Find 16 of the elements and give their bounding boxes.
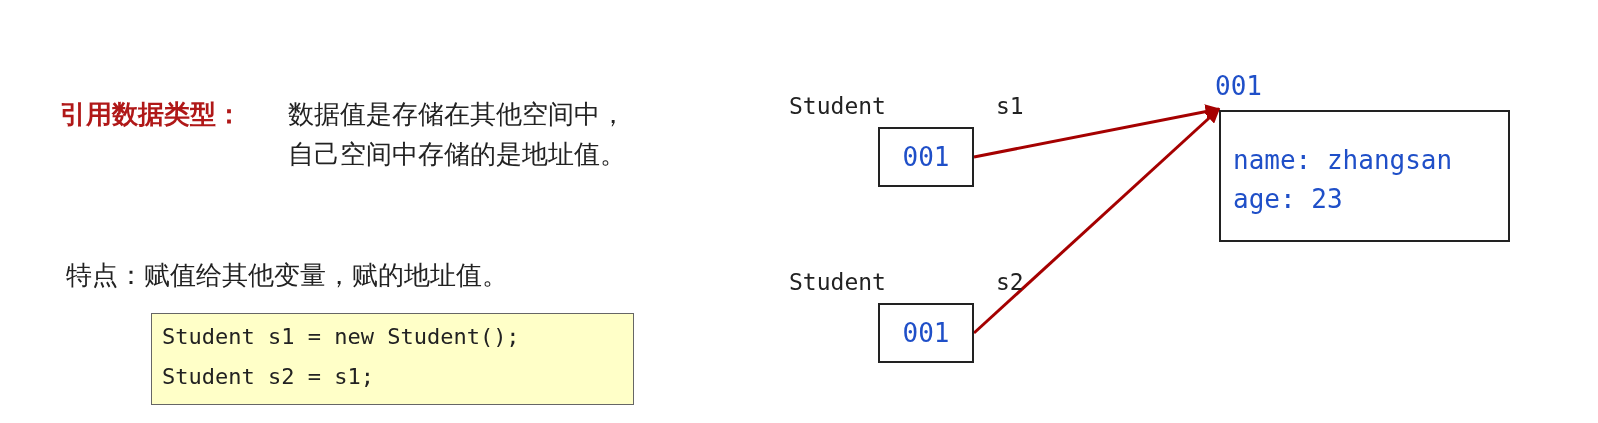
description-text: 数据值是存储在其他空间中，自己空间中存储的是地址值。 — [288, 98, 627, 171]
field-text: age: 23 — [1233, 183, 1343, 216]
heading-text: 引用数据类型： — [60, 98, 242, 131]
variable-name: s1 — [996, 92, 1024, 121]
type-name: Student — [789, 268, 886, 297]
address-label: 001 — [1215, 70, 1262, 102]
address-value: 001 — [901, 141, 951, 174]
field-text: name: zhangsan — [1233, 144, 1453, 177]
code-line: Student s1 = new Student(); — [162, 323, 520, 351]
arrow — [973, 107, 1221, 335]
type-name: Student — [789, 92, 886, 121]
variable-name: s2 — [996, 268, 1024, 297]
note-text: 特点：赋值给其他变量，赋的地址值。 — [66, 259, 508, 292]
code-line: Student s2 = s1; — [162, 363, 374, 391]
address-value: 001 — [901, 317, 951, 350]
code-box — [151, 313, 634, 405]
